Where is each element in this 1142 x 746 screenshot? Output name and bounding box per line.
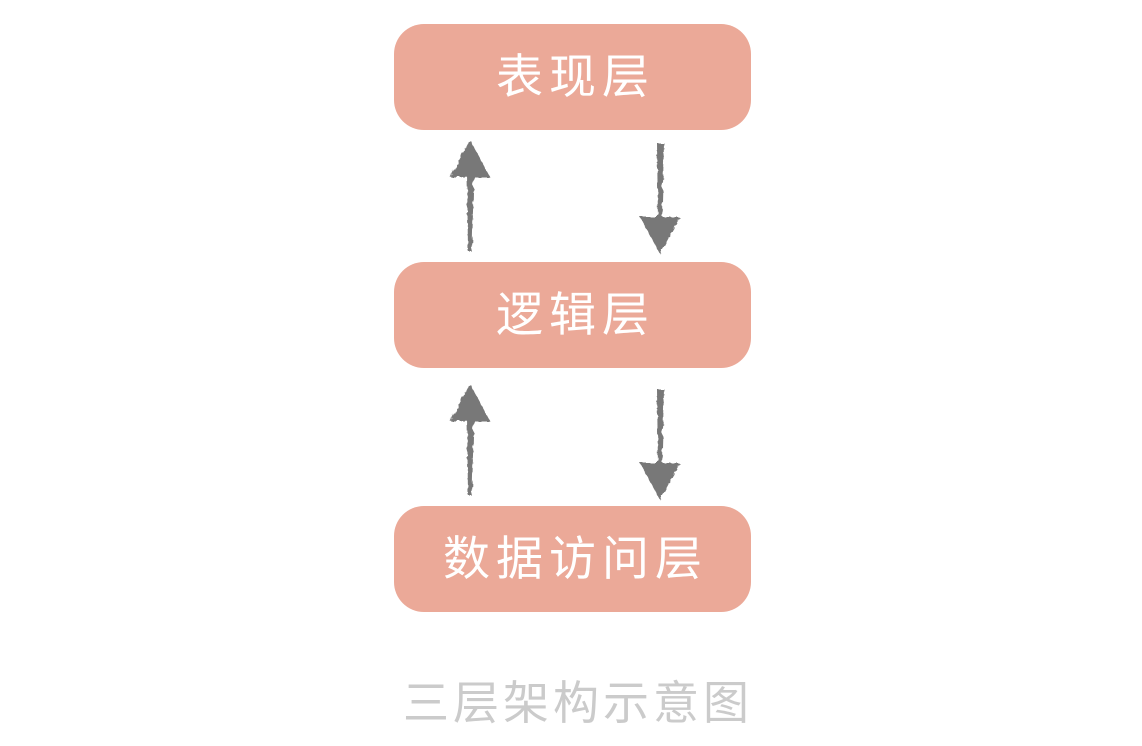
- layer-label-data-access: 数据访问层: [443, 531, 708, 587]
- down-arrow-icon: [636, 386, 684, 502]
- layer-label-logic: 逻辑层: [496, 287, 655, 343]
- layer-box-logic: 逻辑层: [394, 262, 751, 368]
- diagram-caption: 三层架构示意图: [403, 676, 753, 730]
- up-arrow-icon: [446, 382, 494, 498]
- layer-box-data-access: 数据访问层: [394, 506, 751, 612]
- layer-box-presentation: 表现层: [394, 24, 751, 130]
- up-arrow-icon: [446, 138, 494, 254]
- layer-label-presentation: 表现层: [496, 49, 655, 105]
- down-arrow-icon: [636, 140, 684, 256]
